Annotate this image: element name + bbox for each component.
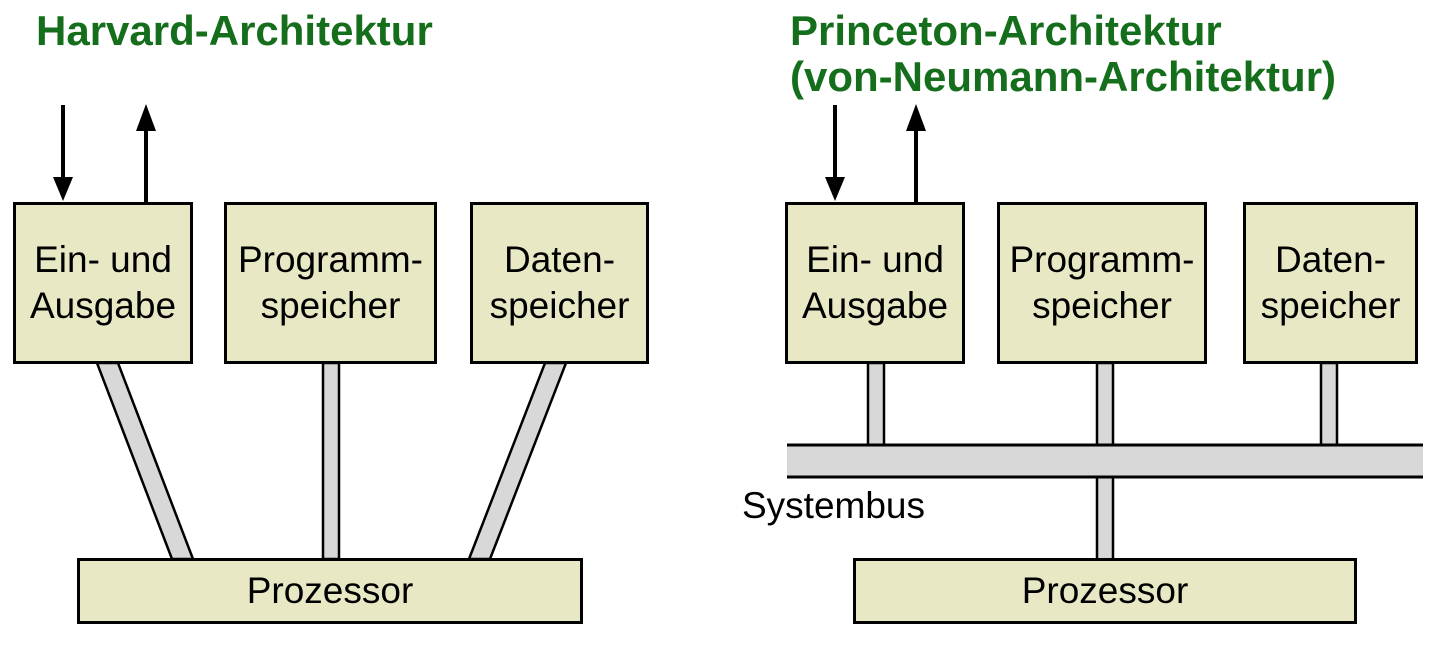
harvard-box-programmspeicher-line1: Programm- [237,239,424,280]
harvard-connector-program-processor [321,361,341,561]
harvard-connector-data-processor [467,361,568,561]
harvard-box-datenspeicher-line2: speicher [489,285,630,326]
harvard-box-ein-und-ausgabe-line2: Ausgabe [29,285,177,326]
princeton-output-arrow-up-icon [906,104,926,202]
princeton-connector-io-bus [866,361,886,448]
princeton-box-datenspeicher-line2: speicher [1260,285,1401,326]
princeton-title-line2: (von-Neumann-Architektur) [790,53,1337,100]
princeton-box-datenspeicher-line1: Daten- [1274,239,1387,280]
princeton-box-ein-und-ausgabe-line1: Ein- und [806,239,944,280]
harvard-connector-io-processor [95,361,195,561]
harvard-box-datenspeicher-line1: Daten- [503,239,616,280]
princeton-box-ein-und-ausgabe-line2: Ausgabe [801,285,949,326]
princeton-title-line1: Princeton-Architektur [790,7,1222,54]
princeton-connector-bus-processor [1095,474,1115,562]
harvard-box-prozessor-label: Prozessor [246,570,414,611]
harvard-box-programmspeicher: Programm- speicher [224,202,437,364]
harvard-box-programmspeicher-line2: speicher [260,285,401,326]
princeton-connector-program-bus [1095,361,1115,448]
harvard-box-datenspeicher: Daten- speicher [470,202,649,364]
harvard-box-prozessor: Prozessor [77,558,583,624]
princeton-title: Princeton-Architektur (von-Neumann-Archi… [790,8,1336,100]
princeton-box-prozessor-label: Prozessor [1021,570,1189,611]
harvard-input-arrow-down-icon [53,105,73,201]
systembus-label: Systembus [742,485,926,526]
princeton-box-prozessor: Prozessor [853,558,1357,624]
princeton-box-programmspeicher-line2: speicher [1032,285,1172,326]
princeton-box-ein-und-ausgabe: Ein- und Ausgabe [785,202,965,364]
harvard-output-arrow-up-icon [136,104,156,202]
harvard-box-ein-und-ausgabe: Ein- und Ausgabe [13,202,193,364]
princeton-box-programmspeicher-line1: Programm- [1009,239,1195,280]
princeton-box-programmspeicher: Programm- speicher [997,202,1207,364]
princeton-input-arrow-down-icon [825,105,845,201]
princeton-connector-data-bus [1319,361,1339,448]
harvard-box-ein-und-ausgabe-line1: Ein- und [34,239,172,280]
systembus-bar [787,443,1423,479]
princeton-box-datenspeicher: Daten- speicher [1243,202,1418,364]
harvard-title: Harvard-Architektur [36,7,433,54]
